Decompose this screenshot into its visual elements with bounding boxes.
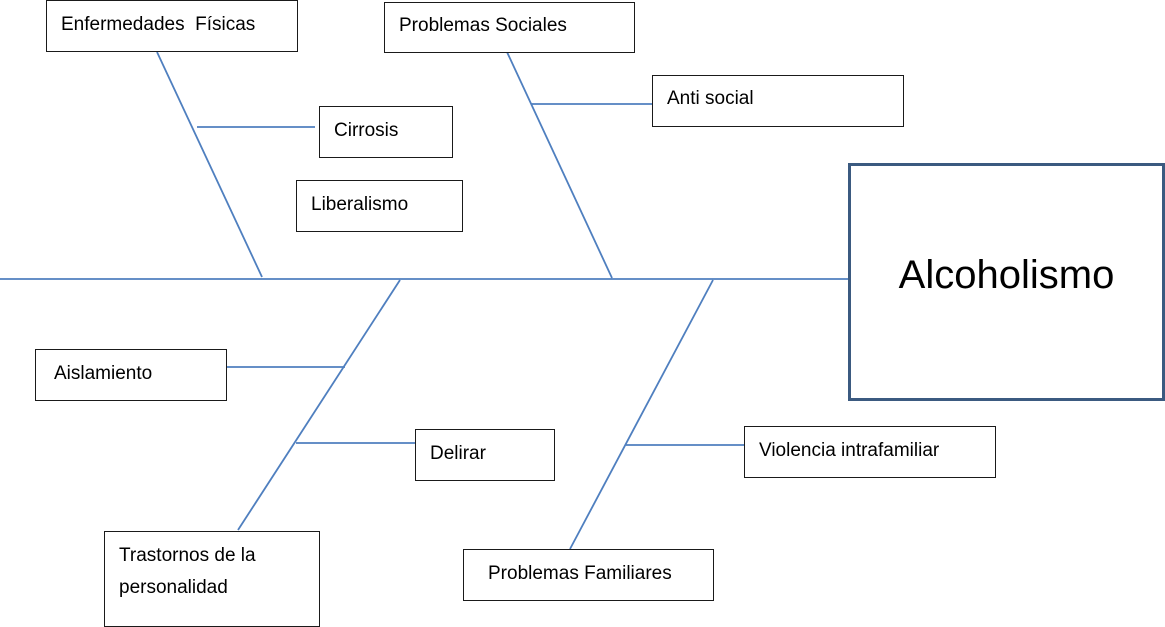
cause-anti-social: Anti social (652, 75, 904, 127)
bone-problemas-familiares (569, 279, 714, 550)
cause-cirrosis: Cirrosis (319, 106, 453, 158)
category-label: Problemas Familiares (488, 563, 672, 584)
effect-box: Alcoholismo (848, 163, 1165, 401)
category-label: Enfermedades Físicas (61, 14, 256, 35)
category-problemas-familiares: Problemas Familiares (463, 549, 714, 601)
cause-delirar: Delirar (415, 429, 555, 481)
cause-label: Aislamiento (54, 363, 153, 384)
cause-aislamiento: Aislamiento (35, 349, 227, 401)
cause-label: Cirrosis (334, 120, 399, 141)
bone-trastornos (237, 279, 401, 531)
cause-label: Violencia intrafamiliar (759, 440, 940, 461)
cause-label: Liberalismo (311, 194, 409, 215)
category-enfermedades-fisicas: Enfermedades Físicas (46, 0, 298, 52)
category-label: Problemas Sociales (399, 15, 567, 36)
category-trastornos-personalidad: Trastornos de la personalidad (104, 531, 320, 627)
cause-label: Anti social (667, 88, 754, 109)
cause-violencia-intrafamiliar: Violencia intrafamiliar (744, 426, 996, 478)
category-label-line1: Trastornos de la (119, 545, 256, 566)
category-label-line2: personalidad (119, 577, 228, 598)
bone-enfermedades-fisicas (156, 51, 263, 278)
category-problemas-sociales: Problemas Sociales (384, 2, 635, 53)
effect-label: Alcoholismo (898, 252, 1115, 297)
cause-label: Delirar (430, 443, 486, 464)
cause-liberalismo: Liberalismo (296, 180, 463, 232)
bone-problemas-sociales (506, 51, 613, 279)
